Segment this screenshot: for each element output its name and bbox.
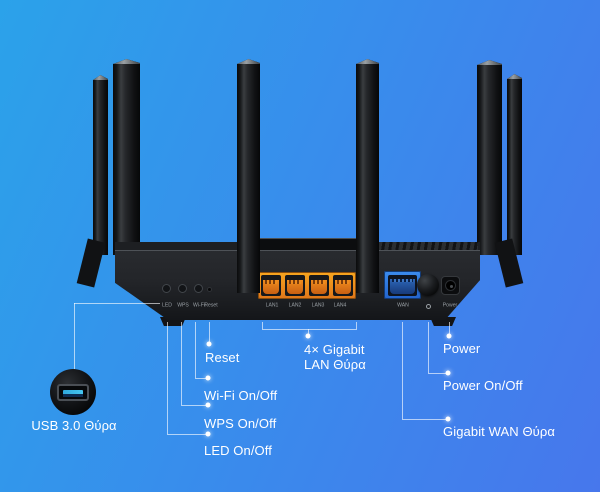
panel-label-lan2: LAN2 bbox=[288, 303, 302, 309]
wan-callout-label: Gigabit WAN Θύρα bbox=[443, 424, 555, 439]
led-callout-dot bbox=[205, 431, 211, 437]
usb-tongue bbox=[63, 390, 83, 395]
usb-cavity bbox=[63, 394, 83, 397]
router-top-bar bbox=[253, 238, 363, 252]
wan-callout-line-v bbox=[402, 322, 403, 419]
lan-callout-bracket bbox=[262, 322, 357, 330]
power-jack-callout-line bbox=[449, 322, 450, 334]
wan-callout-line-h bbox=[402, 419, 446, 420]
antenna-3-icon bbox=[237, 59, 260, 293]
power-jack-callout-label: Power bbox=[443, 341, 481, 356]
wan-port bbox=[384, 271, 421, 299]
power-symbol-icon bbox=[426, 304, 431, 309]
wps-callout-line-v bbox=[181, 322, 182, 405]
power-jack bbox=[441, 276, 460, 295]
antenna-1-icon bbox=[93, 75, 108, 255]
router-foot-left bbox=[160, 317, 186, 326]
usb-callout-line-h bbox=[74, 303, 160, 304]
router-foot-right bbox=[430, 317, 456, 326]
wps-button bbox=[178, 284, 187, 293]
wan-connector bbox=[390, 279, 415, 294]
panel-label-led: LED bbox=[162, 303, 172, 309]
lan3-pins bbox=[313, 280, 325, 284]
panel-label-wifi: Wi-Fi bbox=[193, 303, 205, 309]
panel-label-lan4: LAN4 bbox=[333, 303, 347, 309]
usb-callout-line-v bbox=[74, 303, 75, 369]
usb-callout-label: USB 3.0 Θύρα bbox=[31, 418, 117, 433]
power-switch-callout-line-h bbox=[428, 373, 446, 374]
lan4-pins bbox=[337, 280, 349, 284]
antenna-6-icon bbox=[507, 74, 522, 255]
panel-label-lan1: LAN1 bbox=[265, 303, 279, 309]
wan-port-opening bbox=[388, 275, 417, 296]
wifi-callout-line-v bbox=[195, 322, 196, 378]
wps-callout-dot bbox=[205, 402, 211, 408]
reset-callout-dot bbox=[206, 341, 212, 347]
lan4-port bbox=[333, 275, 353, 296]
lan2-pins bbox=[289, 280, 301, 284]
power-switch-button bbox=[417, 274, 439, 296]
antenna-hinge-left bbox=[76, 238, 106, 288]
panel-label-reset: Reset bbox=[204, 303, 218, 309]
lan2-port bbox=[285, 275, 305, 296]
power-switch-callout-dot bbox=[445, 370, 451, 376]
power-switch-callout-label: Power On/Off bbox=[443, 378, 523, 393]
lan-callout-label-line1: 4× Gigabit bbox=[304, 342, 365, 357]
antenna-2-icon bbox=[113, 59, 140, 255]
led-callout-line-v bbox=[167, 322, 168, 434]
wifi-callout-line-h bbox=[195, 378, 206, 379]
led-callout-line-h bbox=[167, 434, 206, 435]
usb-3-port bbox=[57, 384, 89, 401]
wan-callout-dot bbox=[445, 416, 451, 422]
lan1-port bbox=[261, 275, 281, 296]
panel-label-wan: WAN bbox=[397, 303, 409, 309]
lan-callout-line-v bbox=[308, 329, 309, 334]
reset-callout-line bbox=[209, 322, 210, 342]
wifi-button bbox=[194, 284, 203, 293]
lan3-port bbox=[309, 275, 329, 296]
led-button bbox=[162, 284, 171, 293]
wps-callout-line-h bbox=[181, 405, 206, 406]
power-jack-pin bbox=[450, 285, 453, 288]
lan-callout-label-line2: LAN Θύρα bbox=[304, 357, 366, 372]
wan-pins bbox=[392, 279, 413, 282]
reset-pinhole bbox=[207, 287, 212, 292]
lan1-pins bbox=[265, 280, 277, 284]
antenna-5-icon bbox=[477, 60, 502, 255]
wps-callout-label: WPS On/Off bbox=[204, 416, 277, 431]
wifi-callout-label: Wi-Fi On/Off bbox=[204, 388, 278, 403]
power-switch-callout-line-v bbox=[428, 322, 429, 373]
reset-callout-label: Reset bbox=[205, 350, 240, 365]
wifi-callout-dot bbox=[205, 375, 211, 381]
lan-callout-dot bbox=[305, 333, 311, 339]
lan-port-block bbox=[258, 272, 356, 299]
panel-label-power: Power bbox=[442, 303, 458, 309]
power-jack-ring bbox=[445, 280, 456, 291]
power-jack-callout-dot bbox=[446, 333, 452, 339]
antenna-4-icon bbox=[356, 59, 379, 293]
lan-callout-label: 4× Gigabit LAN Θύρα bbox=[304, 342, 366, 372]
led-callout-label: LED On/Off bbox=[204, 443, 272, 458]
panel-label-wps: WPS bbox=[177, 303, 189, 309]
panel-label-lan3: LAN3 bbox=[311, 303, 325, 309]
